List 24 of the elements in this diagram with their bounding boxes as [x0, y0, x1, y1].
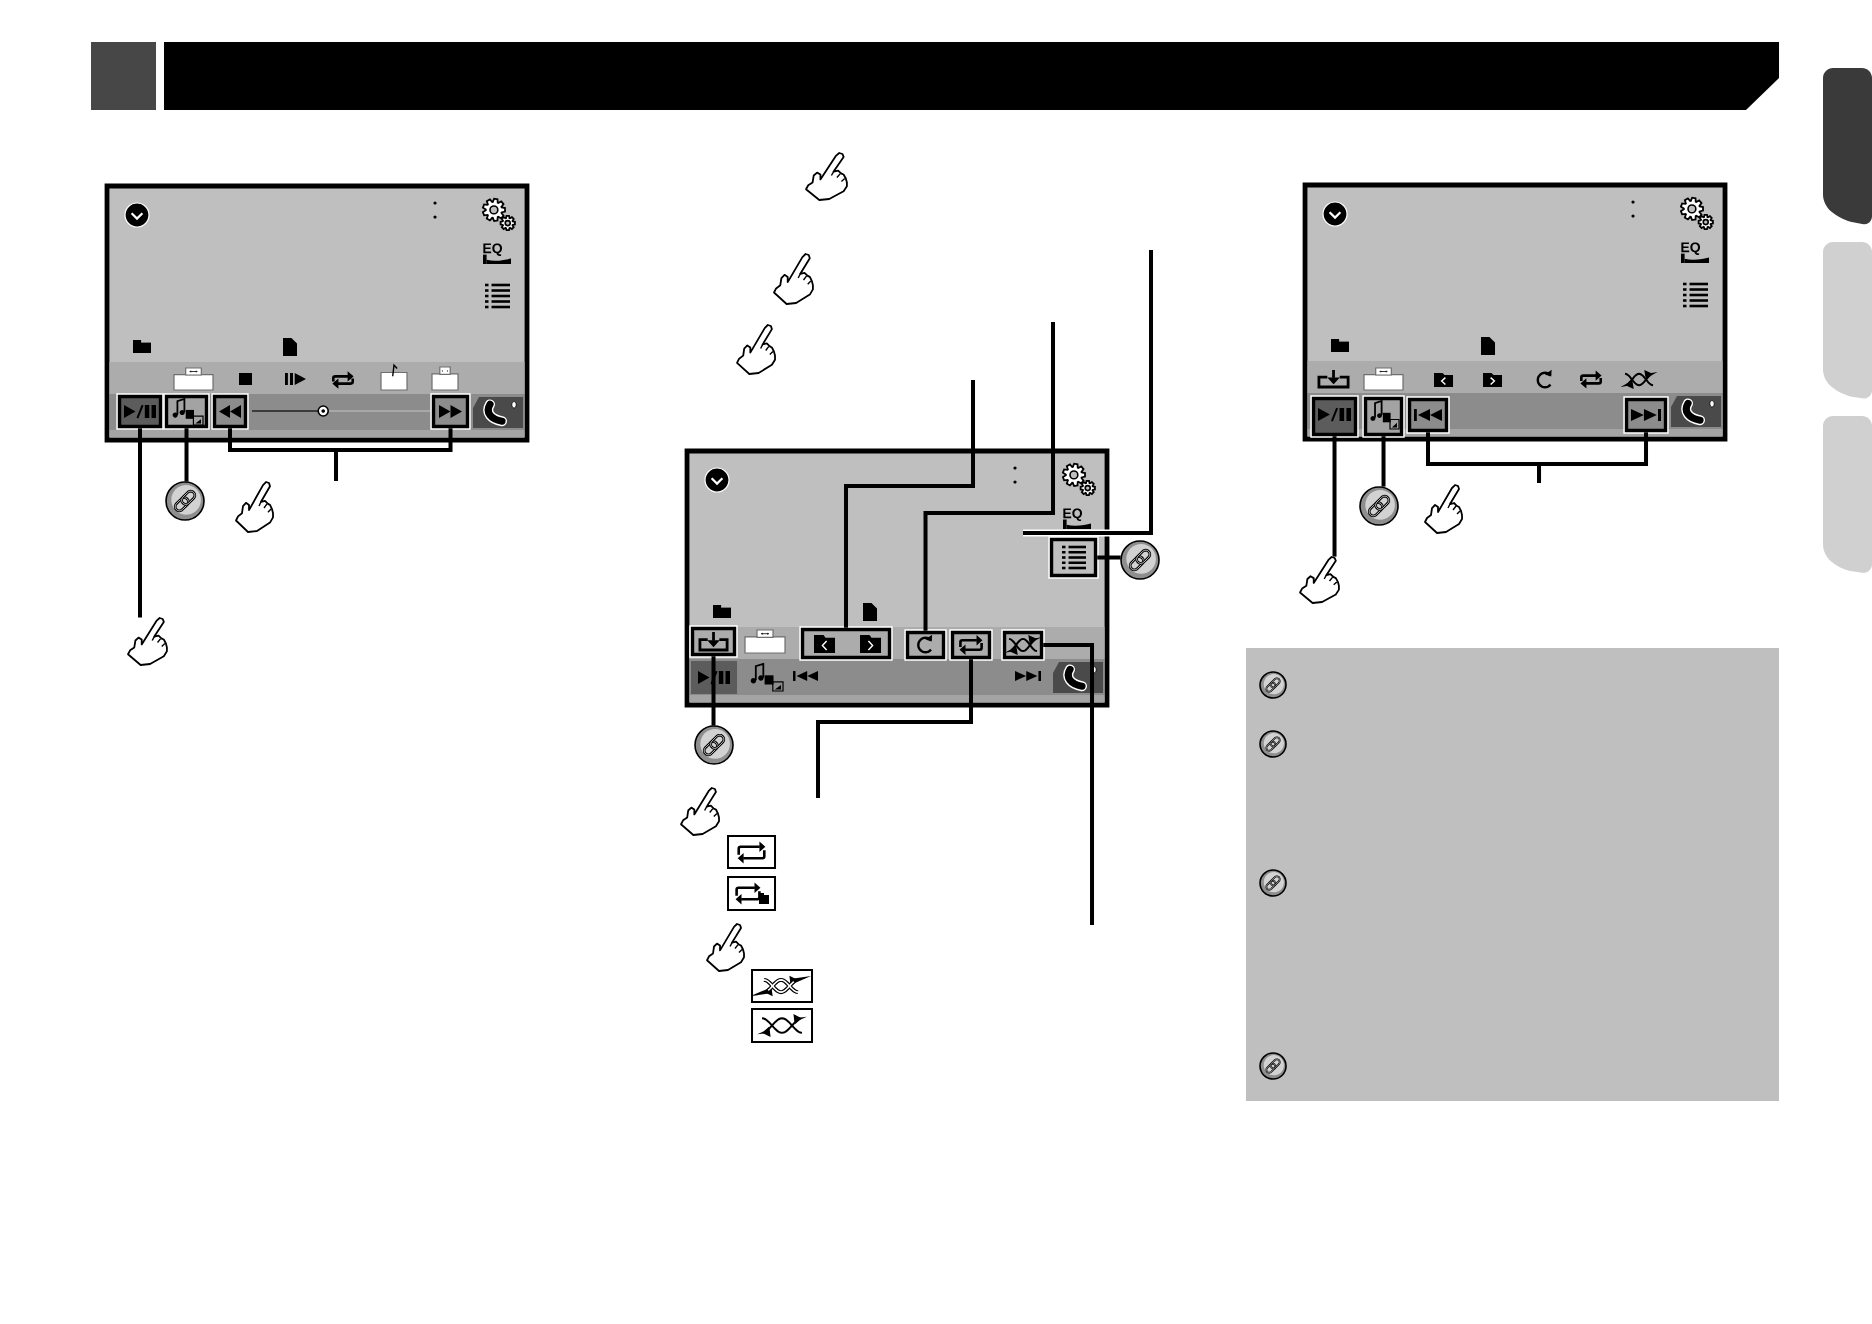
side-tab [1823, 242, 1872, 399]
side-tab [1823, 416, 1872, 573]
leader-line [923, 322, 1055, 631]
leader-line [138, 428, 142, 618]
link-icon [165, 481, 205, 521]
leader-line [844, 380, 975, 628]
link-icon [1120, 540, 1160, 580]
leader-line [1332, 436, 1337, 557]
eq-button: EQ [1681, 242, 1709, 263]
leader-line [184, 428, 189, 482]
link-icon [1359, 486, 1399, 526]
eq-button: EQ [1063, 508, 1091, 529]
eq-button: EQ [483, 243, 511, 264]
hand-icon [127, 617, 168, 666]
hand-icon [1299, 556, 1340, 604]
leader-line [1097, 555, 1121, 560]
leader-line [334, 428, 453, 481]
link-icon [694, 725, 734, 765]
leader-line [1381, 436, 1386, 487]
leader-line [1043, 643, 1094, 925]
leader-line [711, 656, 716, 726]
side-tab [1823, 68, 1872, 225]
leader-line [1537, 432, 1648, 483]
leader-line [816, 659, 973, 798]
